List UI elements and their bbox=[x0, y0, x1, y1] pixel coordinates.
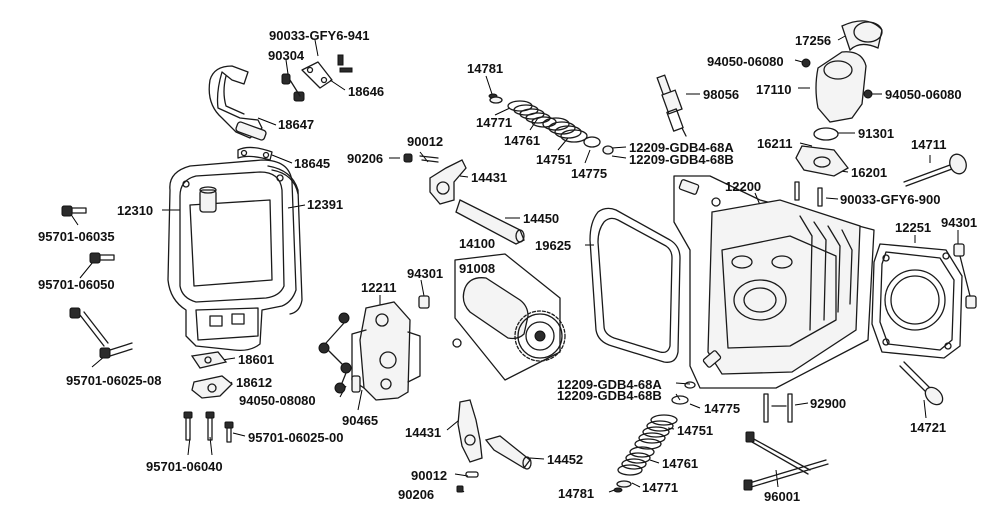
label-95701-06040: 95701-06040 bbox=[146, 459, 223, 474]
label-12200: 12200 bbox=[725, 179, 762, 194]
camshaft-assembly bbox=[454, 253, 566, 381]
oil-plates bbox=[190, 351, 233, 399]
label-18601: 18601 bbox=[238, 352, 275, 367]
cover-bolts bbox=[61, 205, 133, 359]
label-14775-bottom: 14775 bbox=[704, 401, 741, 416]
studs bbox=[743, 393, 829, 491]
label-14711: 14711 bbox=[911, 137, 947, 152]
head-cover bbox=[167, 159, 303, 352]
label-90033-gfy6-941: 90033-GFY6-941 bbox=[269, 28, 370, 43]
spring-coils-top bbox=[507, 100, 588, 143]
label-16201: 16201 bbox=[851, 165, 888, 180]
lower-bolts bbox=[183, 411, 234, 443]
label-14771-bottom: 14771 bbox=[642, 480, 679, 495]
intake-assembly bbox=[794, 20, 883, 207]
label-18646: 18646 bbox=[348, 84, 385, 99]
valve-springs-top bbox=[488, 93, 614, 155]
label-18612: 18612 bbox=[236, 375, 273, 390]
valve-springs-bottom bbox=[613, 381, 696, 493]
label-95701-06025-08: 95701-06025-08 bbox=[66, 373, 162, 388]
label-98056: 98056 bbox=[703, 87, 740, 102]
label-96001: 96001 bbox=[764, 489, 801, 504]
label-14751-bottom: 14751 bbox=[677, 423, 714, 438]
label-14100: 14100 bbox=[459, 236, 496, 251]
label-18647: 18647 bbox=[278, 117, 315, 132]
label-17256: 17256 bbox=[795, 33, 832, 48]
breather-assembly bbox=[208, 54, 353, 161]
label-95701-06035: 95701-06035 bbox=[38, 229, 115, 244]
label-14775-top: 14775 bbox=[571, 166, 608, 181]
label-14431-top: 14431 bbox=[471, 170, 508, 185]
label-90206-top: 90206 bbox=[347, 151, 384, 166]
label-12310: 12310 bbox=[117, 203, 154, 218]
label-94301-left: 94301 bbox=[407, 266, 444, 281]
spark-plug bbox=[656, 74, 687, 137]
label-12209-gdb4-68b-bottom: 12209-GDB4-68B bbox=[557, 388, 662, 403]
label-90206-bottom: 90206 bbox=[398, 487, 435, 502]
label-90304: 90304 bbox=[268, 48, 305, 63]
label-90465: 90465 bbox=[342, 413, 379, 428]
label-95701-06025-00: 95701-06025-00 bbox=[248, 430, 344, 445]
rocker-arm-top bbox=[403, 153, 525, 245]
label-12209-gdb4-68a-top: 12209-GDB4-68A bbox=[629, 140, 734, 155]
label-95701-06050: 95701-06050 bbox=[38, 277, 115, 292]
label-94050-08080: 94050-08080 bbox=[239, 393, 316, 408]
label-18645: 18645 bbox=[294, 156, 331, 171]
label-14431-bottom: 14431 bbox=[405, 425, 442, 440]
label-90012-top: 90012 bbox=[407, 134, 444, 149]
rocker-holder bbox=[318, 295, 462, 401]
valve-exhaust bbox=[899, 361, 944, 406]
label-12251: 12251 bbox=[895, 220, 932, 235]
label-94301-right: 94301 bbox=[941, 215, 978, 230]
label-91301: 91301 bbox=[858, 126, 895, 141]
label-12211: 12211 bbox=[361, 280, 397, 295]
label-19625: 19625 bbox=[535, 238, 572, 253]
rocker-arm-bottom bbox=[456, 399, 532, 493]
label-14761-top: 14761 bbox=[504, 133, 541, 148]
label-91008: 91008 bbox=[459, 261, 496, 276]
label-12209-gdb4-68a-bottom: 12209-GDB4-68A bbox=[557, 377, 662, 392]
valve-intake bbox=[903, 153, 967, 187]
label-14781-bottom: 14781 bbox=[558, 486, 595, 501]
label-14771-top: 14771 bbox=[476, 115, 513, 130]
holder-nuts bbox=[318, 312, 361, 394]
label-90033-gfy6-900: 90033-GFY6-900 bbox=[840, 192, 941, 207]
label-14450: 14450 bbox=[523, 211, 560, 226]
label-94050-06080-right: 94050-06080 bbox=[885, 87, 962, 102]
label-12391: 12391 bbox=[307, 197, 344, 212]
label-12209-gdb4-68b-top: 12209-GDB4-68B bbox=[629, 152, 734, 167]
label-92900: 92900 bbox=[810, 396, 847, 411]
label-94050-06080-left: 94050-06080 bbox=[707, 54, 784, 69]
label-14781-top: 14781 bbox=[467, 61, 504, 76]
label-16211: 16211 bbox=[757, 136, 793, 151]
cylinder-head bbox=[673, 175, 875, 389]
label-14452: 14452 bbox=[547, 452, 584, 467]
spring-coils-bottom bbox=[617, 414, 678, 476]
label-14751-top: 14751 bbox=[536, 152, 573, 167]
cylinder-gasket bbox=[871, 243, 977, 359]
label-17110: 17110 bbox=[756, 82, 792, 97]
label-14721: 14721 bbox=[910, 420, 947, 435]
label-90012-bottom: 90012 bbox=[411, 468, 448, 483]
head-gasket-19625 bbox=[589, 207, 681, 363]
label-14761-bottom: 14761 bbox=[662, 456, 699, 471]
